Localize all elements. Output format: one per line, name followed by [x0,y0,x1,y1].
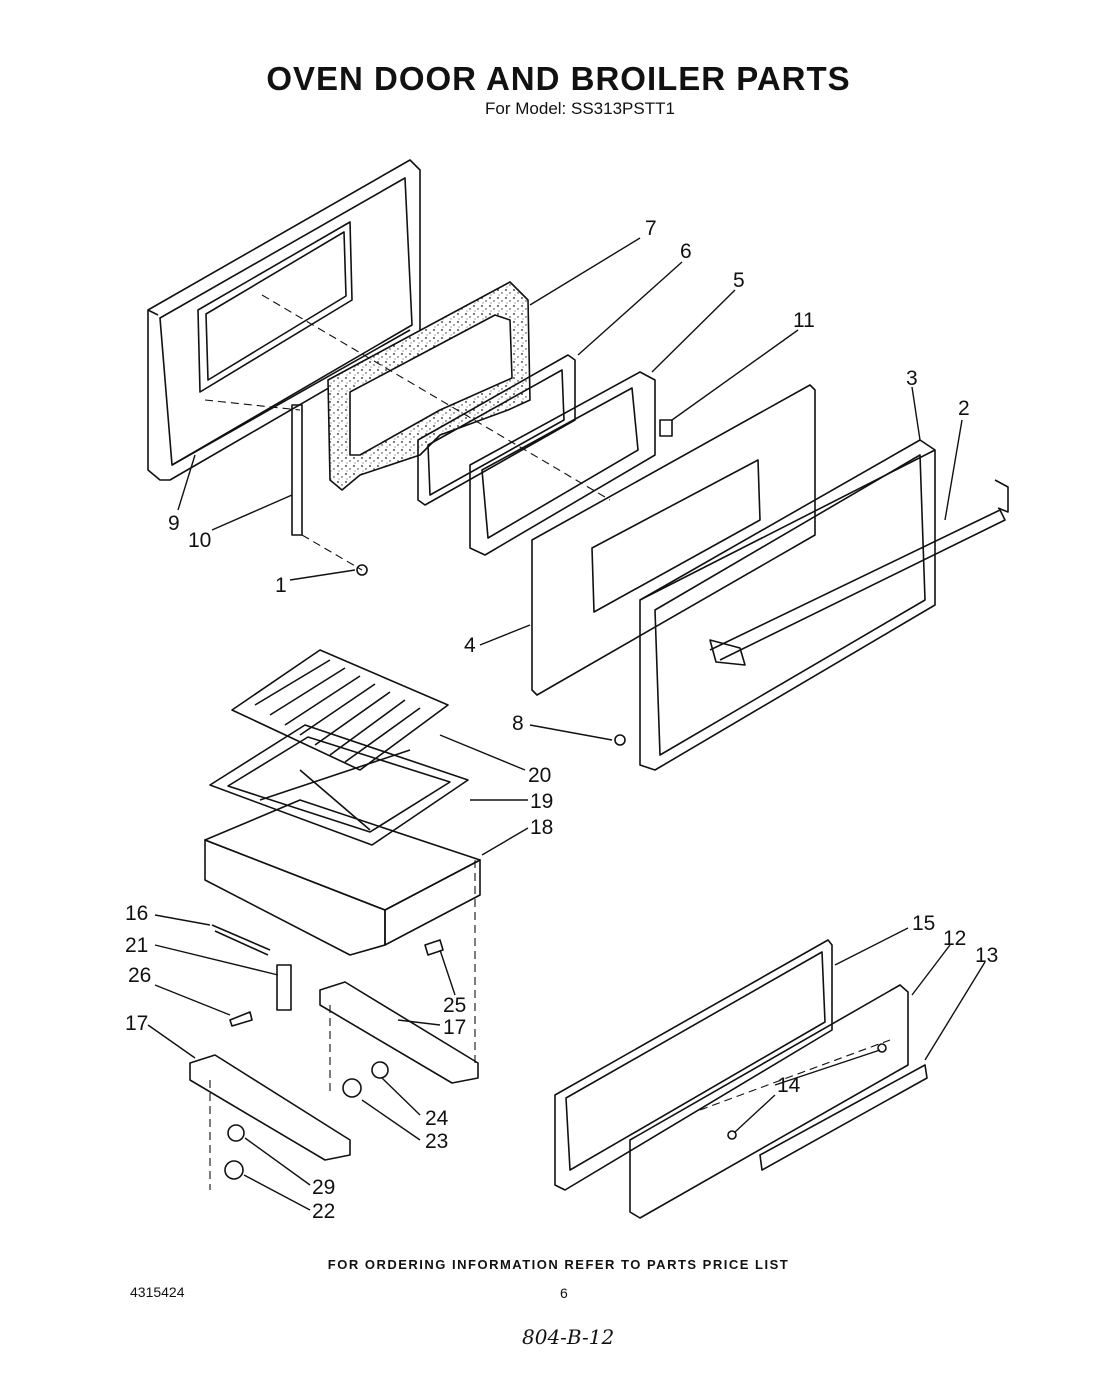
callout-label: 8 [512,712,524,735]
drawer-liner [554,939,833,1191]
handwritten-note: 804-B-12 [522,1325,615,1349]
bracket-11 [659,419,673,437]
callout-label: 17 [125,1012,148,1035]
callout-label: 21 [125,934,148,957]
callout-label: 5 [733,269,745,292]
callout-label: 7 [645,217,657,240]
spring-16 [211,924,271,956]
roller-24 [371,1061,389,1079]
fastener-14b [877,1043,887,1053]
callout-label: 15 [912,912,935,935]
roller-23 [342,1078,362,1098]
callout-label: 25 [443,994,466,1017]
callout-leader-lines [147,237,986,1211]
callout-label: 23 [425,1130,448,1153]
screw-1 [356,564,368,576]
pin-25 [424,939,444,956]
fastener-14a [727,1130,737,1140]
callout-label: 9 [168,512,180,535]
rail-17b [189,1054,351,1161]
callout-label: 18 [530,816,553,839]
pin-26 [229,1011,253,1027]
clip-21 [276,964,292,1011]
broiler-pan [204,799,481,956]
assembly-guide-lines [204,294,891,1190]
outer-door-panel [639,439,936,771]
callout-label: 17 [443,1016,466,1039]
callout-label: 24 [425,1107,449,1130]
drawer-front [629,984,909,1219]
trim-strip [291,404,303,536]
ordering-note: FOR ORDERING INFORMATION REFER TO PARTS … [327,1257,790,1272]
document-number: 4315424 [130,1284,185,1300]
callout-label: 14 [777,1074,801,1097]
door-gasket [327,281,531,491]
door-glass [531,384,816,696]
callout-label: 13 [975,944,998,967]
screw-8 [614,734,626,746]
callout-label: 20 [528,764,551,787]
callout-label: 4 [464,634,476,657]
callout-label: 22 [312,1200,335,1223]
inner-door-liner [147,159,421,481]
callout-label: 29 [312,1176,335,1199]
broiler-grid [231,649,449,771]
callout-label: 26 [128,964,151,987]
roller-29 [227,1124,245,1142]
callout-label: 19 [530,790,553,813]
window-frame [469,371,656,556]
rail-17a [319,981,479,1084]
callout-label: 11 [793,309,815,332]
page-title: OVEN DOOR AND BROILER PARTS [266,60,851,97]
callout-label: 1 [275,574,287,597]
model-subtitle: For Model: SS313PSTT1 [485,99,675,118]
callout-label: 3 [906,367,918,390]
callout-labels: 7 6 5 11 3 2 9 10 1 4 8 20 19 18 16 21 2… [125,217,998,1223]
callout-label: 16 [125,902,148,925]
drawer-back [759,1064,928,1171]
callout-label: 2 [958,397,970,420]
callout-label: 6 [680,240,692,263]
page-number: 6 [560,1285,568,1301]
roller-22 [224,1160,244,1180]
callout-label: 10 [188,529,211,552]
broiler-pan-insert [209,724,469,846]
door-handle [709,479,1009,666]
callout-label: 12 [943,927,966,950]
